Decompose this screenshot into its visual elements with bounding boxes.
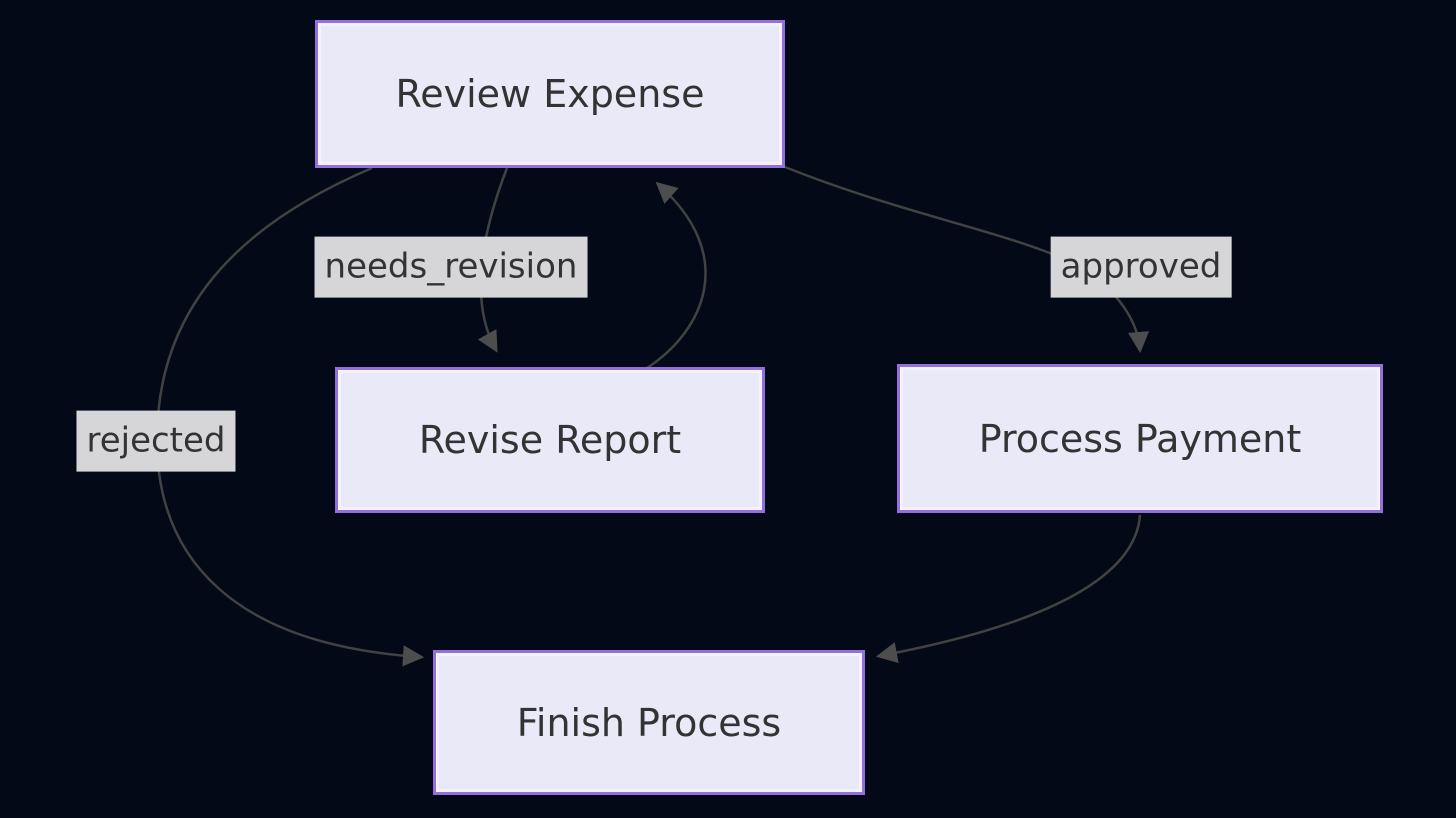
edge-label-approved: approved	[1050, 236, 1232, 298]
node-label: Finish Process	[516, 700, 782, 745]
edge-label-needs-revision: needs_revision	[314, 236, 588, 298]
edge-revise-to-review	[646, 181, 707, 370]
node-process-payment: Process Payment	[897, 364, 1383, 513]
node-label: Review Expense	[395, 72, 705, 116]
edge-payment-to-finish	[875, 514, 1142, 664]
node-revise-report: Revise Report	[335, 367, 765, 513]
node-finish-process: Finish Process	[433, 650, 865, 795]
edge-label-rejected: rejected	[76, 410, 236, 472]
node-label: Process Payment	[978, 416, 1302, 461]
node-review-expense: Review Expense	[315, 20, 785, 168]
node-label: Revise Report	[418, 418, 682, 462]
